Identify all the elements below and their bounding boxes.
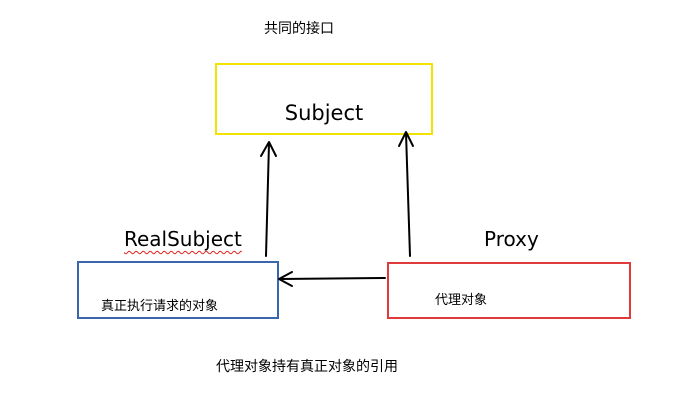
subject-text: Subject	[284, 101, 364, 125]
proxy-label: Proxy	[484, 227, 539, 251]
subject-box: Subject	[215, 63, 433, 135]
arrow-proxy-to-real	[278, 271, 386, 287]
real-subject-label-text: RealSubject	[124, 227, 242, 251]
interface-label: 共同的接口	[264, 21, 334, 37]
proxy-box: 代理对象	[387, 262, 631, 319]
proxy-desc: 代理对象	[435, 293, 488, 308]
real-subject-label: RealSubject	[124, 229, 242, 249]
real-subject-desc: 真正执行请求的对象	[101, 299, 219, 314]
reference-caption: 代理对象持有真正对象的引用	[216, 359, 398, 375]
real-subject-box: 真正执行请求的对象	[77, 261, 279, 319]
arrow-proxy-to-subject	[398, 131, 414, 257]
arrow-real-to-subject	[260, 141, 277, 257]
